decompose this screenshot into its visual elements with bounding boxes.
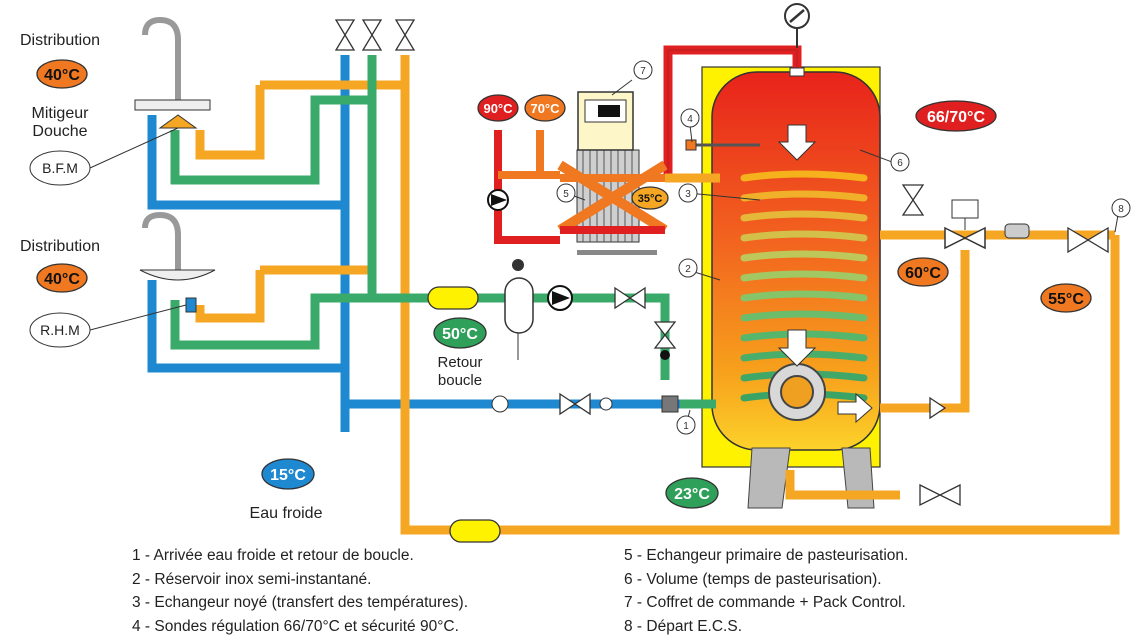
label-distribution-bottom: Distribution	[20, 238, 100, 255]
legend-item-2: 2 - Réservoir inox semi-instantané.	[132, 568, 468, 592]
legend-right: 5 - Echangeur primaire de pasteurisation…	[624, 544, 908, 638]
loop-cylinder	[428, 287, 478, 309]
callout-7-text: 7	[640, 66, 646, 77]
badge-35: 35°C	[638, 193, 663, 205]
callout-8-text: 8	[1118, 204, 1124, 215]
badge-55: 55°C	[1048, 291, 1084, 308]
legend-item-5: 5 - Echangeur primaire de pasteurisation…	[624, 544, 908, 568]
expansion-vessel	[505, 278, 533, 333]
badge-70: 70°C	[530, 101, 560, 116]
legend-item-8: 8 - Départ E.C.S.	[624, 615, 908, 638]
badge-50: 50°C	[442, 326, 478, 343]
callout-6-text: 6	[897, 158, 903, 169]
legend-left: 1 - Arrivée eau froide et retour de bouc…	[132, 544, 468, 638]
legend-item-6: 6 - Volume (temps de pasteurisation).	[624, 568, 908, 592]
label-boucle: boucle	[438, 372, 482, 389]
legend-item-4: 4 - Sondes régulation 66/70°C et sécurit…	[132, 615, 468, 638]
legend-item-3: 3 - Echangeur noyé (transfert des tempér…	[132, 591, 468, 615]
callout-3-text: 3	[685, 189, 691, 200]
legend-item-7: 7 - Coffret de commande + Pack Control.	[624, 591, 908, 615]
label-douche: Douche	[32, 123, 87, 140]
badge-dist-top: 40°C	[44, 67, 80, 84]
callout-1-text: 1	[683, 421, 689, 432]
label-distribution-top: Distribution	[20, 32, 100, 49]
shower-fixture-top	[145, 20, 178, 100]
callout-2-text: 2	[685, 264, 691, 275]
label-bfm: B.F.M	[42, 160, 78, 176]
badge-tank-top: 66/70°C	[927, 109, 985, 126]
badge-15: 15°C	[270, 467, 306, 484]
badge-23: 23°C	[674, 486, 710, 503]
legend-item-1: 1 - Arrivée eau froide et retour de bouc…	[132, 544, 468, 568]
tank-foot-left	[748, 448, 790, 508]
label-retour: Retour	[437, 354, 482, 371]
badge-90: 90°C	[483, 101, 513, 116]
badge-dist-bottom: 40°C	[44, 271, 80, 288]
callout-4-text: 4	[687, 114, 693, 125]
shower-fixture-bottom	[145, 215, 178, 270]
label-rhm: R.H.M	[40, 322, 80, 338]
badge-60: 60°C	[905, 265, 941, 282]
label-eau-froide: Eau froide	[250, 505, 323, 522]
callout-5-text: 5	[563, 189, 569, 200]
label-mitigeur: Mitigeur	[32, 105, 90, 122]
